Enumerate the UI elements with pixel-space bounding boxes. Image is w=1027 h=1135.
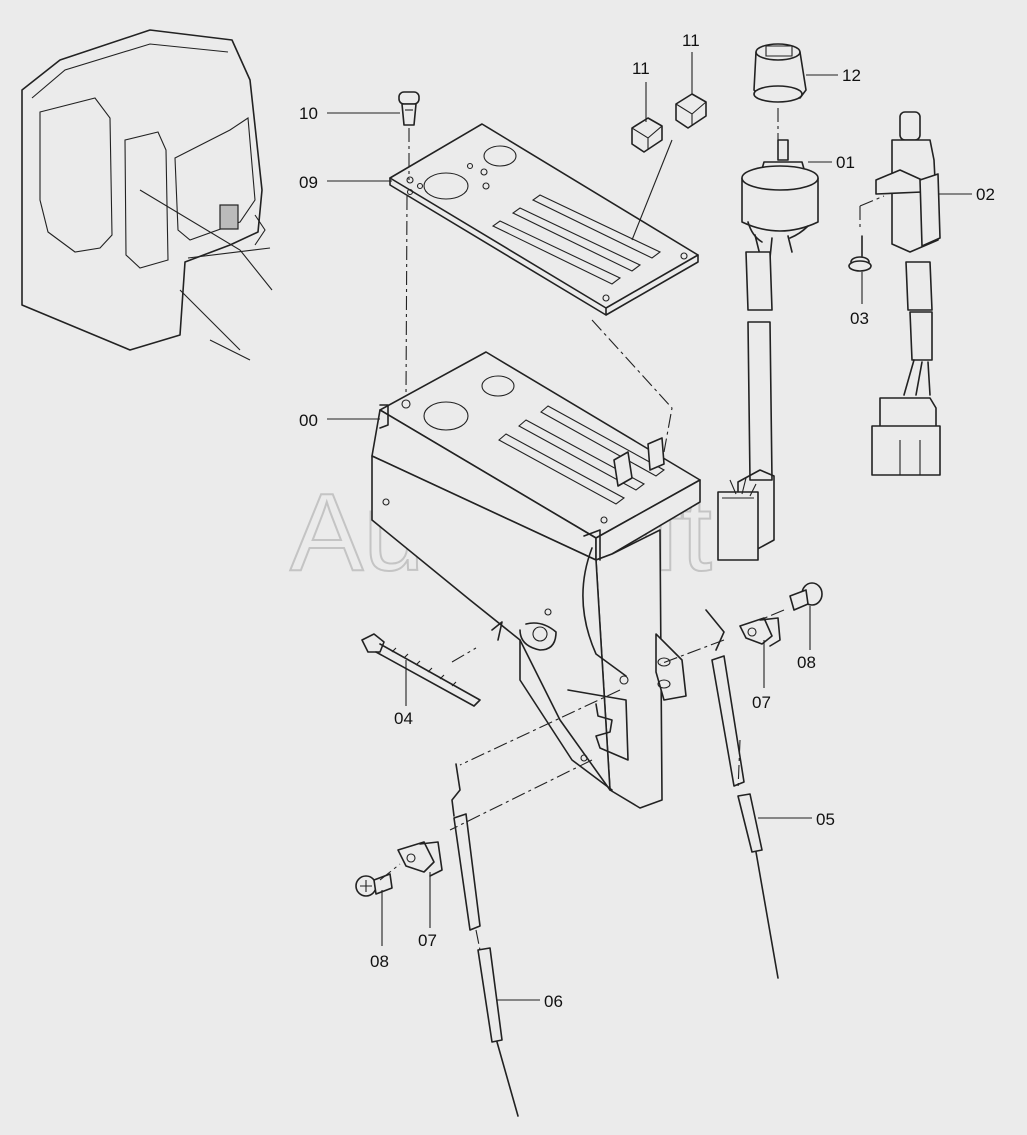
part-01-rotary-switch (717, 139, 819, 561)
callout-00: 00 (299, 411, 318, 430)
callout-06: 06 (544, 992, 563, 1011)
callout-05: 05 (816, 810, 835, 829)
part-00-console-bracket (371, 351, 701, 809)
callout-10: 10 (299, 104, 318, 123)
assembly-lines (379, 108, 885, 951)
callout-labels: 10 09 00 11 11 12 01 02 03 04 05 06 07 0… (299, 31, 995, 1011)
cab-inset-illustration (21, 29, 273, 361)
cab-location-marker (219, 204, 239, 230)
callout-03: 03 (850, 309, 869, 328)
part-12-rotary-knob (753, 43, 807, 103)
callout-07-right: 07 (752, 693, 771, 712)
part-08-screw-left (355, 873, 393, 897)
part-10-pin (398, 91, 420, 126)
part-03-screw (848, 235, 872, 272)
callout-01: 01 (836, 153, 855, 172)
part-07-clamp-right (739, 617, 781, 647)
callout-11-left: 11 (632, 59, 650, 78)
callout-08-right: 08 (797, 653, 816, 672)
callout-02: 02 (976, 185, 995, 204)
leader-lines (327, 52, 972, 1001)
callout-12: 12 (842, 66, 861, 85)
callout-04: 04 (394, 709, 413, 728)
callout-11-right: 11 (682, 31, 700, 50)
part-08-screw-right (789, 582, 823, 611)
part-11-slide-knob-right (675, 93, 707, 129)
part-02-push-switch (871, 111, 941, 476)
part-04-cable-tie (361, 633, 481, 707)
part-11-slide-knob-left (631, 117, 663, 153)
part-06-rod (451, 763, 519, 1117)
callout-09: 09 (299, 173, 318, 192)
callout-08-left: 08 (370, 952, 389, 971)
callout-07-left: 07 (418, 931, 437, 950)
part-07-clamp-left (397, 841, 443, 877)
part-05-rod (705, 609, 779, 979)
part-09-panel-plate (389, 123, 699, 316)
